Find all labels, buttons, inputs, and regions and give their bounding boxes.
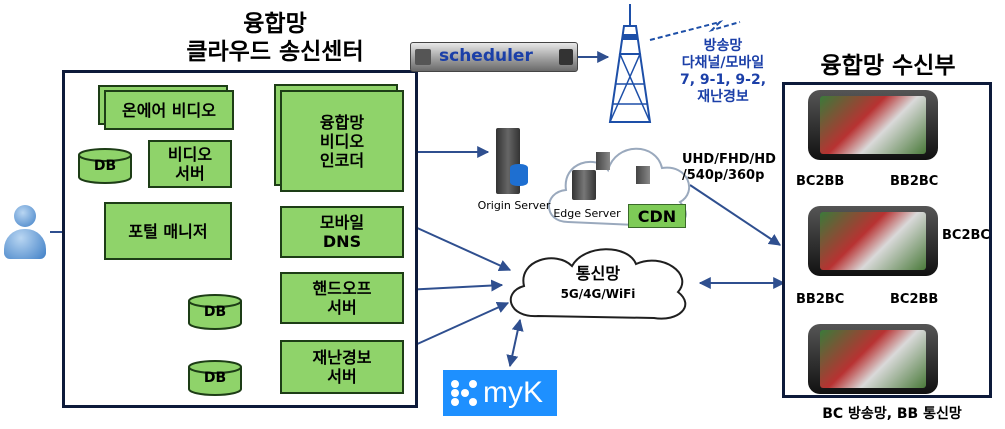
bc2bc-label: BC2BC [942,228,990,243]
onair-video-box: 온에어 비디오 [104,90,234,130]
disaster-line2: 서버 [327,367,357,386]
encoder-line2: 비디오 [319,131,365,151]
broadcast-tower-icon [604,4,656,124]
encoder-line3: 인코더 [319,150,365,170]
bb2bc-bottom-label: BB2BC [796,292,845,307]
telecom-cloud-icon: 통신망 5G/4G/WiFi [498,240,698,324]
left-title-line2: 클라우드 송신센터 [186,39,364,65]
video-server-box: 비디오 서버 [148,140,232,188]
receiver-phone-2 [808,206,938,276]
encoder-line1: 융합망 [319,112,365,132]
telecom-subtitle: 5G/4G/WiFi [560,287,636,301]
db-label-1: DB [93,158,117,174]
broadcast-line1: 방송망 [703,38,743,54]
portal-manager-box: 포털 매니저 [104,202,232,260]
edge-server-icon [572,170,596,200]
bb2bc-top-label: BB2BC [890,174,939,189]
onair-video-label: 온에어 비디오 [122,100,216,120]
edge-server-label: Edge Server [553,207,621,220]
resolution-line1: UHD/FHD/HD [682,152,776,167]
cdn-label: CDN [637,206,677,226]
mobile-dns-line1: 모바일 [319,213,365,232]
bc2bb-top-label: BC2BB [796,174,845,189]
myk-logo: myK [443,370,557,416]
db-cylinder-1: DB [78,148,132,184]
scheduler-server-icon: scheduler [410,42,578,72]
disaster-line1: 재난경보 [312,348,372,367]
video-encoder-box: 융합망 비디오 인코더 [280,90,404,192]
myk-logo-text: myK [483,376,543,409]
resolution-label: UHD/FHD/HD /540p/360p [682,152,782,184]
myk-logo-mark [451,380,477,406]
db-label-2: DB [203,304,227,320]
resolution-line2: /540p/360p [682,168,765,183]
cdn-node-icon-2 [636,166,650,184]
mobile-dns-line2: DNS [322,232,362,251]
handoff-line1: 핸드오프 [312,279,372,298]
left-title-line1: 융합망 [243,11,307,37]
broadcast-line3: 7, 9-1, 9-2, [679,72,767,88]
telecom-title: 통신망 [575,264,621,283]
broadcast-line4: 재난경보 [697,89,749,105]
receiver-phone-1 [808,90,938,160]
db-label-3: DB [203,370,227,386]
disaster-alert-server-box: 재난경보 서버 [280,340,404,394]
origin-server-label: Origin Server [477,199,551,212]
bc2bb-bottom-label: BC2BB [890,292,939,307]
mobile-dns-box: 모바일 DNS [280,206,404,258]
receiver-phone-3 [808,324,938,394]
left-title: 융합망 클라우드 송신센터 [145,10,405,66]
cdn-node-icon-1 [596,152,610,170]
video-server-line2: 서버 [175,164,205,183]
broadcast-network-label: 방송망 다채널/모바일 7, 9-1, 9-2, 재난경보 [668,38,778,106]
handoff-line2: 서버 [327,298,357,317]
portal-manager-label: 포털 매니저 [128,221,208,241]
right-title: 융합망 수신부 [820,53,956,79]
scheduler-label: scheduler [439,46,533,66]
db-cylinder-3: DB [188,360,242,396]
origin-server-icon [490,128,528,198]
broadcast-line2: 다채널/모바일 [681,55,765,71]
cdn-badge: CDN [628,204,686,228]
legend-footnote: BC 방송망, BB 통신망 [822,406,962,422]
handoff-server-box: 핸드오프 서버 [280,272,404,324]
db-cylinder-2: DB [188,294,242,330]
user-icon [2,205,46,261]
video-server-line1: 비디오 [167,145,213,164]
